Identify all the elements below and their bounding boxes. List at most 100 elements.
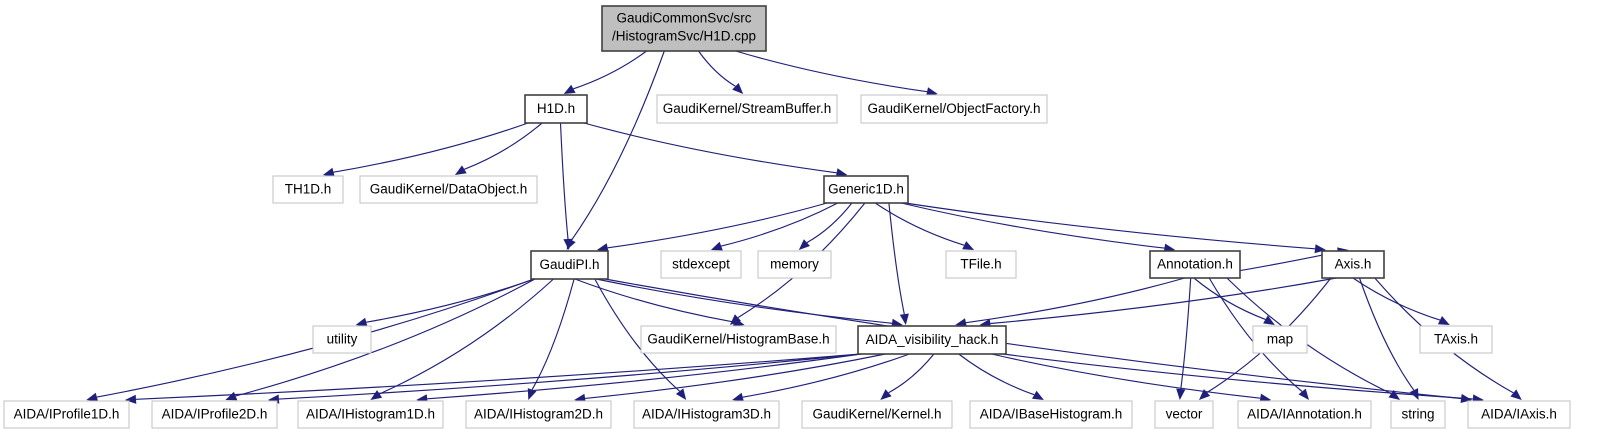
node-box[interactable] (801, 400, 953, 429)
dependency-edge (888, 202, 905, 315)
dependency-edge (235, 278, 536, 397)
node-box[interactable] (151, 400, 278, 429)
node-box[interactable] (945, 250, 1017, 279)
node-box[interactable] (312, 325, 372, 354)
graph-node-dataobj[interactable]: GaudiKernel/DataObject.h (359, 175, 538, 204)
node-box[interactable] (640, 325, 837, 354)
dependency-arrowhead (322, 167, 335, 177)
graph-node-iannot[interactable]: AIDA/IAnnotation.h (1237, 400, 1372, 429)
node-box[interactable] (823, 175, 909, 204)
dependency-edge (531, 278, 575, 390)
edge-layer (86, 50, 1522, 404)
graph-node-ihist2d[interactable]: AIDA/IHistogram2D.h (465, 400, 612, 429)
dependency-arrowhead (675, 388, 687, 400)
dependency-edge (427, 353, 862, 400)
dependency-edge (366, 278, 535, 323)
node-label: GaudiCommonSvc/src (616, 11, 751, 26)
dependency-edge (574, 278, 735, 323)
graph-node-tfile[interactable]: TFile.h (945, 250, 1017, 279)
dependency-arrowhead (835, 168, 848, 178)
dependency-arrowhead (1314, 244, 1326, 254)
node-box[interactable] (660, 250, 742, 279)
graph-node-h1d[interactable]: H1D.h (524, 94, 588, 124)
graph-node-gen1d[interactable]: Generic1D.h (823, 175, 909, 204)
node-label: memory (770, 257, 819, 272)
dependency-arrowhead (732, 317, 745, 327)
dependency-arrowhead (355, 317, 368, 327)
graph-node-iprof1d[interactable]: AIDA/IProfile1D.h (3, 400, 130, 429)
node-box[interactable] (530, 250, 609, 280)
node-box[interactable] (601, 5, 767, 52)
node-label: map (1267, 332, 1293, 347)
graph-node-utility[interactable]: utility (312, 325, 372, 354)
node-label: GaudiKernel/ObjectFactory.h (867, 101, 1040, 116)
node-box[interactable] (359, 175, 538, 204)
graph-node-kernel[interactable]: GaudiKernel/Kernel.h (801, 400, 953, 429)
node-label: vector (1166, 407, 1203, 422)
graph-node-taxis[interactable]: TAxis.h (1419, 325, 1493, 354)
node-box[interactable] (633, 400, 780, 429)
dependency-arrowhead (1199, 389, 1211, 400)
graph-node-stdexc[interactable]: stdexcept (660, 250, 742, 279)
dependency-edge (990, 277, 1337, 325)
node-label: AIDA/IHistogram3D.h (642, 407, 771, 422)
dependency-arrowhead (962, 241, 975, 250)
dependency-edge (583, 122, 837, 174)
graph-node-axis[interactable]: Axis.h (1321, 250, 1385, 279)
node-box[interactable] (1237, 400, 1372, 429)
dependency-edge (888, 353, 935, 394)
node-box[interactable] (1419, 325, 1493, 354)
dependency-edge (1358, 277, 1415, 391)
node-box[interactable] (524, 94, 588, 124)
node-box[interactable] (272, 175, 344, 204)
dependency-edge (1002, 353, 1473, 400)
graph-node-vector[interactable]: vector (1154, 400, 1214, 429)
node-box[interactable] (1252, 325, 1308, 354)
node-box[interactable] (297, 400, 444, 429)
node-box[interactable] (969, 400, 1133, 429)
graph-node-iaxis[interactable]: AIDA/IAxis.h (1467, 400, 1571, 429)
dependency-edge (901, 202, 1165, 249)
graph-node-vishack[interactable]: AIDA_visibility_hack.h (857, 325, 1007, 355)
graph-node-memory[interactable]: memory (757, 250, 832, 279)
dependency-edge (559, 122, 569, 240)
graph-node-root[interactable]: GaudiCommonSvc/src/HistogramSvc/H1D.cpp (601, 5, 767, 52)
node-box[interactable] (1467, 400, 1571, 429)
node-box[interactable] (757, 250, 832, 279)
node-box[interactable] (1321, 250, 1385, 279)
node-box[interactable] (860, 94, 1048, 124)
graph-node-histbase[interactable]: GaudiKernel/HistogramBase.h (640, 325, 837, 354)
node-box[interactable] (656, 94, 838, 124)
node-label: AIDA/IProfile1D.h (14, 407, 120, 422)
graph-node-sbuf[interactable]: GaudiKernel/StreamBuffer.h (656, 94, 838, 124)
node-label: TFile.h (960, 257, 1001, 272)
node-label: AIDA/IAnnotation.h (1247, 407, 1362, 422)
dependency-arrowhead (370, 390, 383, 400)
graph-node-ihist1d[interactable]: AIDA/IHistogram1D.h (297, 400, 444, 429)
node-label: AIDA/IBaseHistogram.h (980, 407, 1123, 422)
node-box[interactable] (465, 400, 612, 429)
dependency-edge (1180, 277, 1192, 390)
dependency-arrowhead (710, 241, 723, 251)
graph-node-th1d[interactable]: TH1D.h (272, 175, 344, 204)
graph-node-gaudipi[interactable]: GaudiPI.h (530, 250, 609, 280)
graph-node-map[interactable]: map (1252, 325, 1308, 354)
node-box[interactable] (3, 400, 130, 429)
node-box[interactable] (857, 325, 1007, 355)
graph-node-ihist3d[interactable]: AIDA/IHistogram3D.h (633, 400, 780, 429)
node-box[interactable] (1154, 400, 1214, 429)
node-box[interactable] (1149, 250, 1241, 279)
node-label: AIDA/IHistogram1D.h (306, 407, 435, 422)
graph-node-string[interactable]: string (1390, 400, 1446, 429)
graph-node-annot[interactable]: Annotation.h (1149, 250, 1241, 279)
dependency-arrowhead (86, 392, 99, 402)
node-label: GaudiKernel/StreamBuffer.h (663, 101, 832, 116)
graph-node-ibase[interactable]: AIDA/IBaseHistogram.h (969, 400, 1133, 429)
dependency-edge (333, 122, 529, 173)
dependency-edge (604, 278, 1462, 400)
graph-node-iprof2d[interactable]: AIDA/IProfile2D.h (151, 400, 278, 429)
dependency-arrowhead (596, 243, 609, 253)
graph-node-objf[interactable]: GaudiKernel/ObjectFactory.h (860, 94, 1048, 124)
dependency-edge (596, 278, 893, 324)
node-box[interactable] (1390, 400, 1446, 429)
